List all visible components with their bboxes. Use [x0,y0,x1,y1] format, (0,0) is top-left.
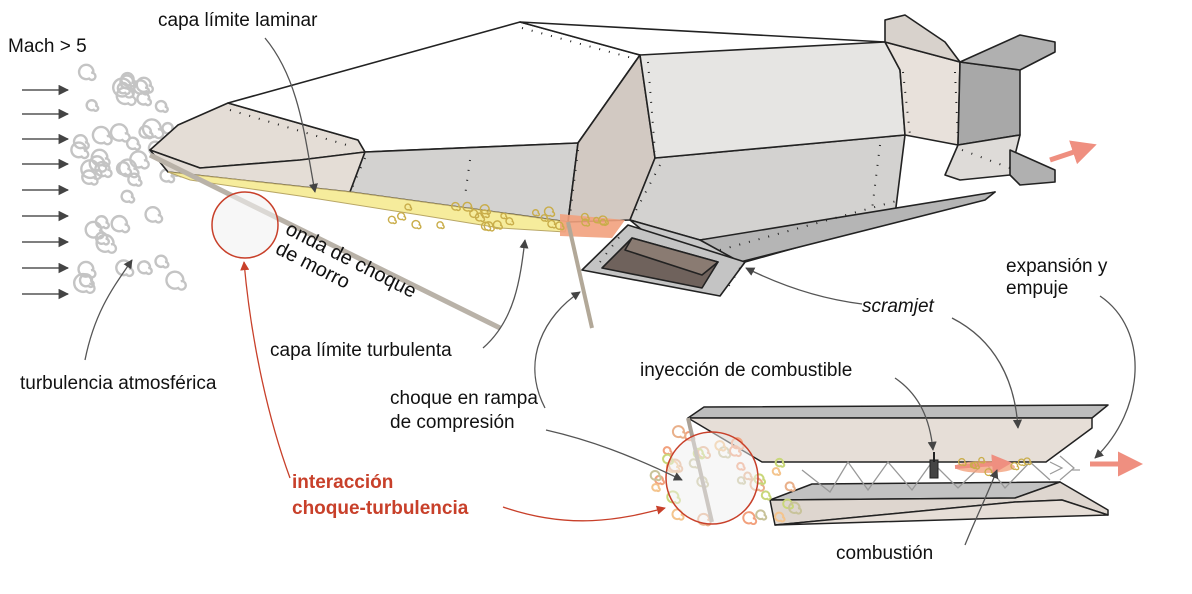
swirl-mark [165,270,187,291]
swirl-mark [85,99,100,112]
swirl-mark [109,123,131,143]
swirl-mark [397,212,407,221]
swirl-mark [662,446,673,456]
swirl-mark [474,212,486,223]
atmospheric-turbulence-swirls [70,63,187,294]
swirl-mark [969,462,977,469]
label-interaction-line2: choque-turbulencia [292,498,469,519]
swirl-mark [788,501,803,515]
swirl-mark [90,148,111,168]
swirl-mark [118,158,140,179]
swirl-mark [599,218,608,226]
swirl-mark [978,456,986,464]
swirl-mark [774,457,786,468]
swirl-mark [154,99,169,114]
swirl-mark [782,498,794,510]
fuel-injector-icon [929,459,939,479]
swirl-mark [116,81,131,96]
internal-shock-train [801,460,1051,493]
exhaust-arrow-top [1049,140,1097,165]
swirl-mark [115,161,133,177]
swirl-mark [649,470,662,482]
swirl-mark [505,217,515,226]
swirl-mark [1010,462,1020,471]
swirl-mark [72,134,90,150]
label-laminar-boundary-layer: capa límite laminar [158,10,318,31]
label-atmospheric-turbulence: turbulencia atmosférica [20,373,217,394]
swirl-mark [651,483,661,492]
swirl-mark [132,79,151,96]
swirl-mark [1023,457,1032,466]
swirl-mark [547,219,557,229]
swirl-mark [742,511,758,526]
swirl-mark [958,458,967,467]
swirl-mark [540,214,549,222]
label-ramp-shock-line2: de compresión [390,412,515,433]
engine-cross-section [687,404,1109,526]
swirl-mark [141,118,165,140]
label-expansion-line1: expansión y [1006,256,1108,277]
label-fuel-injection: inyección de combustible [640,360,853,381]
swirl-mark [125,136,142,151]
rivet-lines [229,27,1011,293]
swirl-mark [387,215,397,225]
swirl-mark [120,189,136,204]
label-ramp-shock-line1: choque en rampa [390,388,538,409]
swirl-mark [404,203,413,211]
label-combustion: combustión [836,543,934,564]
interaction-leaders [240,261,666,522]
swirl-mark [480,221,492,232]
swirl-mark [500,212,508,220]
swirl-mark [784,481,796,492]
interaction-circle-bottom [665,431,759,525]
swirl-mark [593,216,601,224]
label-mach: Mach > 5 [8,36,87,57]
swirl-mark [136,260,153,276]
swirl-mark [77,63,97,82]
swirl-mark [154,254,170,269]
nose-shock-wave [148,152,502,331]
swirl-mark [531,209,540,217]
label-interaction-line1: interacción [292,472,394,493]
swirl-mark [88,155,108,173]
swirl-mark [771,467,782,476]
ramp-shock-line [566,221,594,329]
swirl-mark [129,150,150,170]
swirl-mark [555,221,565,231]
swirl-mark [436,221,445,230]
swirl-mark [84,220,105,240]
incoming-flow-arrows [22,84,70,300]
swirl-mark [774,511,786,523]
swirl-mark [492,220,503,230]
label-scramjet: scramjet [862,296,934,317]
exhaust-fan [1049,455,1080,481]
swirl-mark [127,172,143,187]
label-turbulent-boundary-layer: capa límite turbulenta [270,340,452,361]
boundary-layer [167,171,625,238]
swirl-mark [70,141,90,160]
swirl-mark [543,206,556,217]
swirl-mark [671,425,687,439]
swirl-mark [479,204,492,215]
swirl-mark [91,125,113,146]
swirl-mark [95,233,118,254]
swirl-mark [81,169,99,186]
swirl-mark [138,125,154,140]
swirl-mark [451,201,461,212]
swirl-mark [144,206,164,224]
swirl-mark [78,273,95,289]
swirl-mark [135,76,154,94]
swirl-mark [760,490,772,501]
swirl-mark [411,219,422,230]
aircraft-body [149,14,1056,297]
interaction-circle-top [211,191,279,259]
swirl-mark [581,218,591,227]
swirl-mark [755,509,768,521]
leader-lines [84,37,1136,546]
swirl-mark [110,214,131,234]
label-expansion-line2: empuje [1006,278,1069,299]
swirl-mark [469,209,480,219]
